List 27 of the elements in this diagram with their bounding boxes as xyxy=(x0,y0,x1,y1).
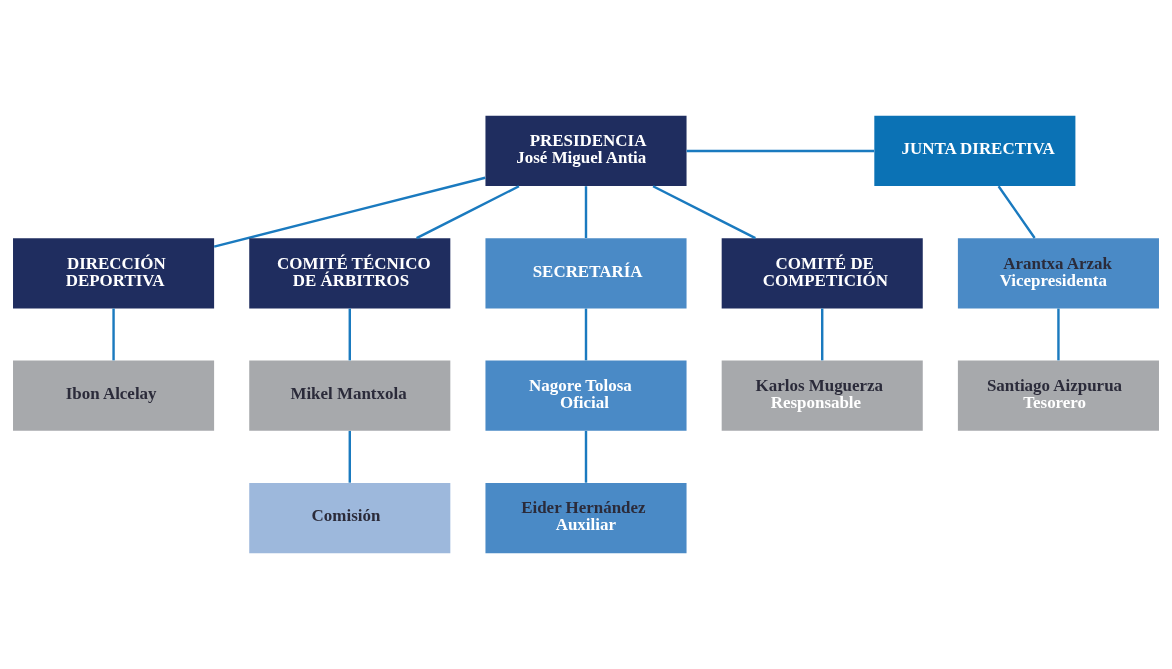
connector xyxy=(112,308,115,361)
node-box: COMITÉ DE COMPETICIÓN xyxy=(721,238,923,309)
node-box: COMITÉ TÉCNICO DE ÁRBITROS xyxy=(249,238,451,309)
connector xyxy=(1057,308,1060,361)
node-box: PRESIDENCIA José Miguel Antia xyxy=(485,115,687,187)
connector xyxy=(348,308,351,361)
node-box: Ibon Alcelay xyxy=(13,360,215,431)
node-box: Comisión xyxy=(249,482,451,554)
node-box: Santiago Aizpurua Tesorero xyxy=(957,360,1159,431)
connector xyxy=(686,149,875,153)
connector xyxy=(213,176,486,248)
connector xyxy=(821,308,824,361)
node-box: Karlos Muguerza Responsable xyxy=(721,360,923,431)
node-box: DIRECCIÓN DEPORTIVA xyxy=(13,238,215,309)
node-box: Arantxa Arzak Vicepresidenta xyxy=(957,238,1159,309)
connector xyxy=(416,185,520,240)
connector xyxy=(348,430,351,483)
connector xyxy=(584,308,588,361)
connector xyxy=(652,185,756,240)
connector xyxy=(584,430,588,483)
connector xyxy=(584,186,588,238)
connector xyxy=(997,185,1036,239)
node-box: Mikel Mantxola xyxy=(249,360,451,431)
node-box: SECRETARÍA xyxy=(485,238,687,309)
node-box: Eider Hernández Auxiliar xyxy=(485,482,687,554)
node-box: Nagore Tolosa Oficial xyxy=(485,360,687,431)
node-box: JUNTA DIRECTIVA xyxy=(874,115,1076,187)
